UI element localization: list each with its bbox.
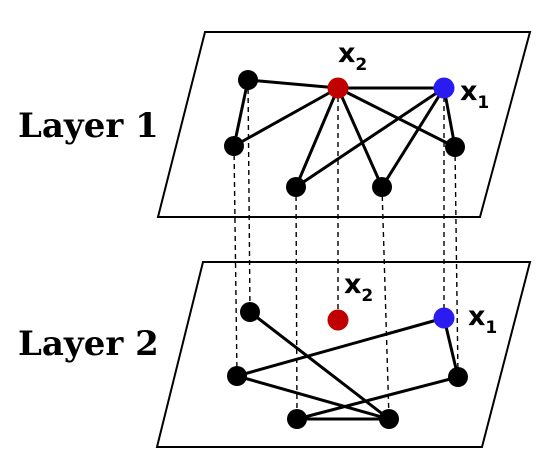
layer-2-node-x1 <box>433 307 455 329</box>
layer-2-x1-label: x1 <box>468 301 497 338</box>
layer-2-node-x2 <box>327 309 349 331</box>
layer-1-x1-label-sub: 1 <box>477 93 489 113</box>
layer-1-x2-label-sub: 2 <box>355 55 367 75</box>
layer-1-x1-label: x1 <box>460 76 489 113</box>
layer-1-x1-label-main: x <box>460 76 477 107</box>
inter-layer-link-n4 <box>381 186 390 420</box>
layer-1-node-n2 <box>224 136 244 156</box>
layer-2-node-n3 <box>287 409 307 429</box>
layer-1-node-n3 <box>286 177 306 197</box>
layer-1-edge-n1-x2 <box>246 78 340 90</box>
layer-2-x1-label-main: x <box>468 301 485 332</box>
layer-1-edge-x2-n4 <box>336 86 384 189</box>
inter-layer-link-n5 <box>454 146 459 378</box>
layer-1-node-n4 <box>372 177 392 197</box>
layer-1-edge-x2-n2 <box>232 86 340 148</box>
layer-2-x1-label-sub: 1 <box>485 318 497 338</box>
inter-layer-link-n2 <box>233 145 238 377</box>
layer-2-node-n2 <box>227 366 247 386</box>
layer-2-x2-label: x2 <box>344 269 373 306</box>
layer-1-edge-x1-n4 <box>380 86 446 189</box>
layer-1-nodes <box>224 70 465 197</box>
layer-1-edge-x1-n3 <box>294 86 446 189</box>
layer-2-edge-n2-x1 <box>235 316 446 378</box>
inter-layer-link-n1 <box>247 79 251 313</box>
layer-1-edge-x2-n5 <box>336 86 457 149</box>
layer-1-edge-n1-n2 <box>232 78 250 148</box>
layer-1-edge-x2-n3 <box>294 86 340 189</box>
layer-1-x2-label: x2 <box>338 38 367 75</box>
layer-2-edge-n3-n5 <box>295 375 460 421</box>
layer-2-edge-n2-n4 <box>235 374 391 421</box>
layer-2-x2-label-main: x <box>344 269 361 300</box>
layer-1-label: Layer 1 <box>18 106 159 146</box>
layer-1-edges <box>232 78 457 189</box>
layer-2-x2-label-sub: 2 <box>361 286 373 306</box>
layer-2-node-n4 <box>379 409 399 429</box>
layer-2-edges <box>235 310 460 421</box>
layer-1-node-x1 <box>433 77 455 99</box>
layer-1-node-x2 <box>327 77 349 99</box>
layer-2-label: Layer 2 <box>18 324 159 364</box>
inter-layer-link-n3 <box>295 186 298 420</box>
inter-layer-links <box>233 79 459 420</box>
layer-1-node-n5 <box>445 137 465 157</box>
layer-1-node-n1 <box>238 70 258 90</box>
layer-2-node-n1 <box>240 302 260 322</box>
layer-2-node-n5 <box>448 367 468 387</box>
layer-2-nodes <box>227 302 468 429</box>
layer-1-x2-label-main: x <box>338 38 355 69</box>
